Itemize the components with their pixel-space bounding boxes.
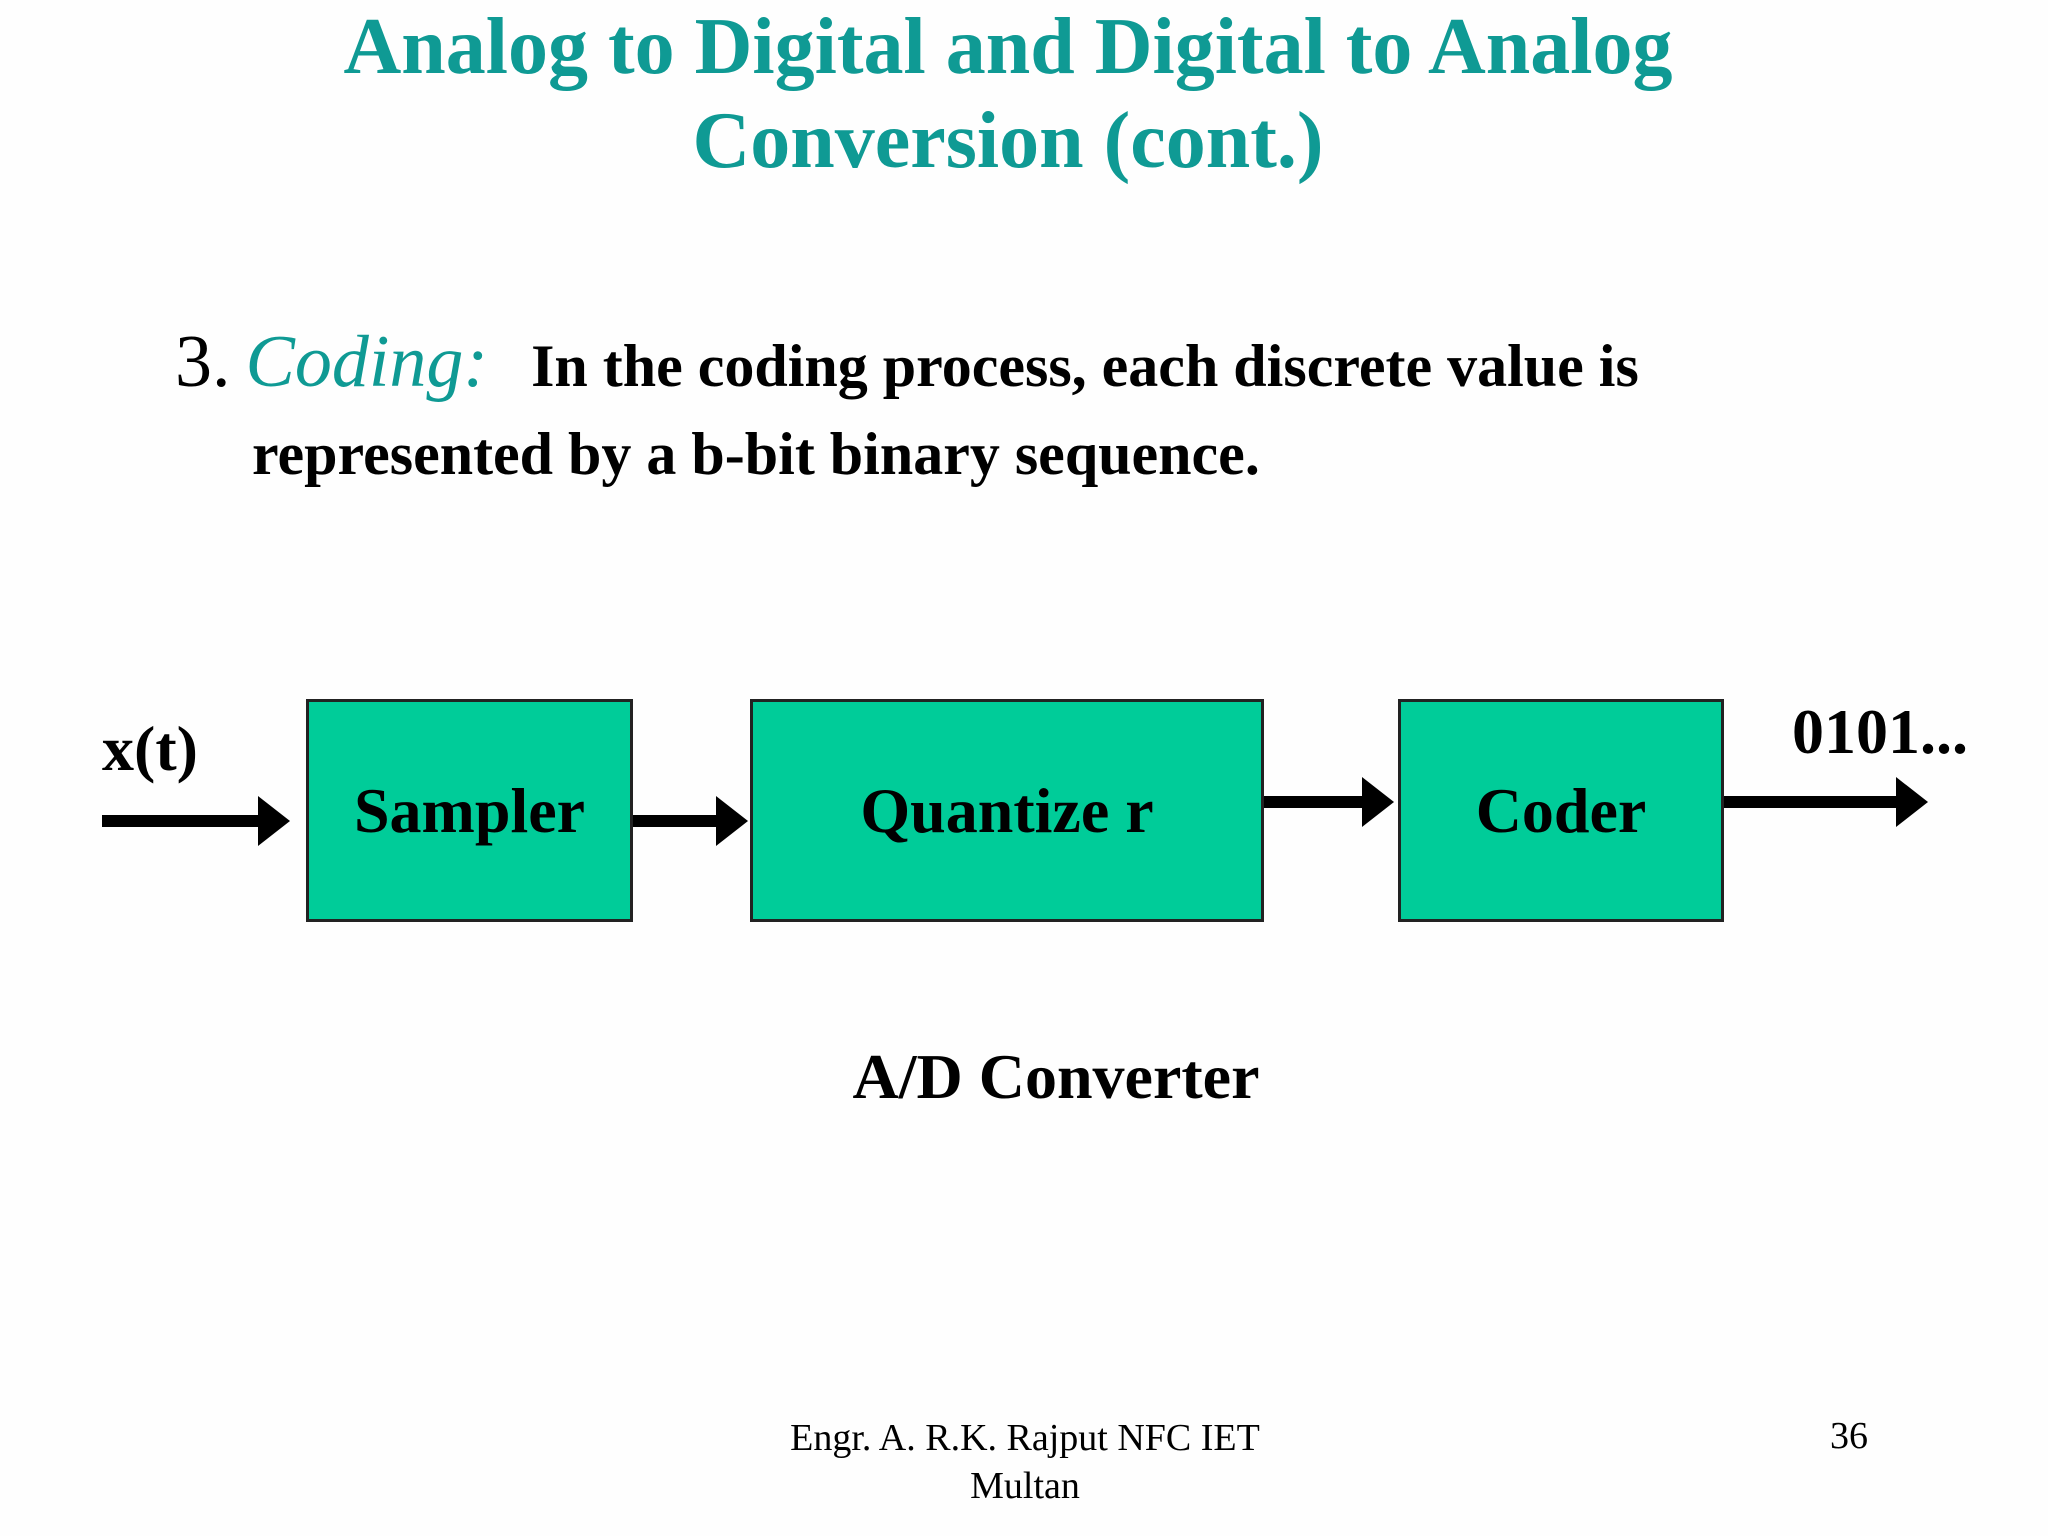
coding-bullet: 3. Coding: In the coding process, each d… <box>175 318 1895 498</box>
sampler-label: Sampler <box>353 774 586 846</box>
output-bits-label: 0101... <box>1792 696 1968 767</box>
quantizer-block: Quantize r <box>750 699 1264 922</box>
bullet-text-line2: represented by a b-bit binary sequence. <box>252 421 1260 487</box>
slide-title-line2: Conversion (cont.) <box>692 97 1324 185</box>
diagram-caption: A/D Converter <box>852 1041 1260 1112</box>
footer-author-line2: Multan <box>970 1465 1080 1507</box>
footer-author-line1: Engr. A. R.K. Rajput NFC IET <box>790 1417 1260 1459</box>
input-arrow-icon <box>102 796 290 846</box>
bullet-term: Coding: <box>245 321 489 403</box>
coder-label: Coder <box>1475 774 1647 846</box>
sampler-to-quantizer-arrow-icon <box>633 796 748 846</box>
coder-block: Coder <box>1398 699 1724 922</box>
quantizer-label: Quantize r <box>860 774 1154 846</box>
output-arrow-icon <box>1724 777 1928 827</box>
slide-title-line1: Analog to Digital and Digital to Analog <box>343 3 1673 91</box>
input-signal-label: x(t) <box>102 713 198 784</box>
bullet-text-line1: In the coding process, each discrete val… <box>531 333 1639 399</box>
sampler-block: Sampler <box>306 699 633 922</box>
bullet-number: 3. <box>175 321 231 403</box>
quantizer-to-coder-arrow-icon <box>1264 777 1394 827</box>
slide-title: Analog to Digital and Digital to Analog … <box>0 0 2016 188</box>
page-number: 36 <box>1830 1415 1868 1457</box>
footer-author: Engr. A. R.K. Rajput NFC IET Multan <box>760 1414 1290 1510</box>
